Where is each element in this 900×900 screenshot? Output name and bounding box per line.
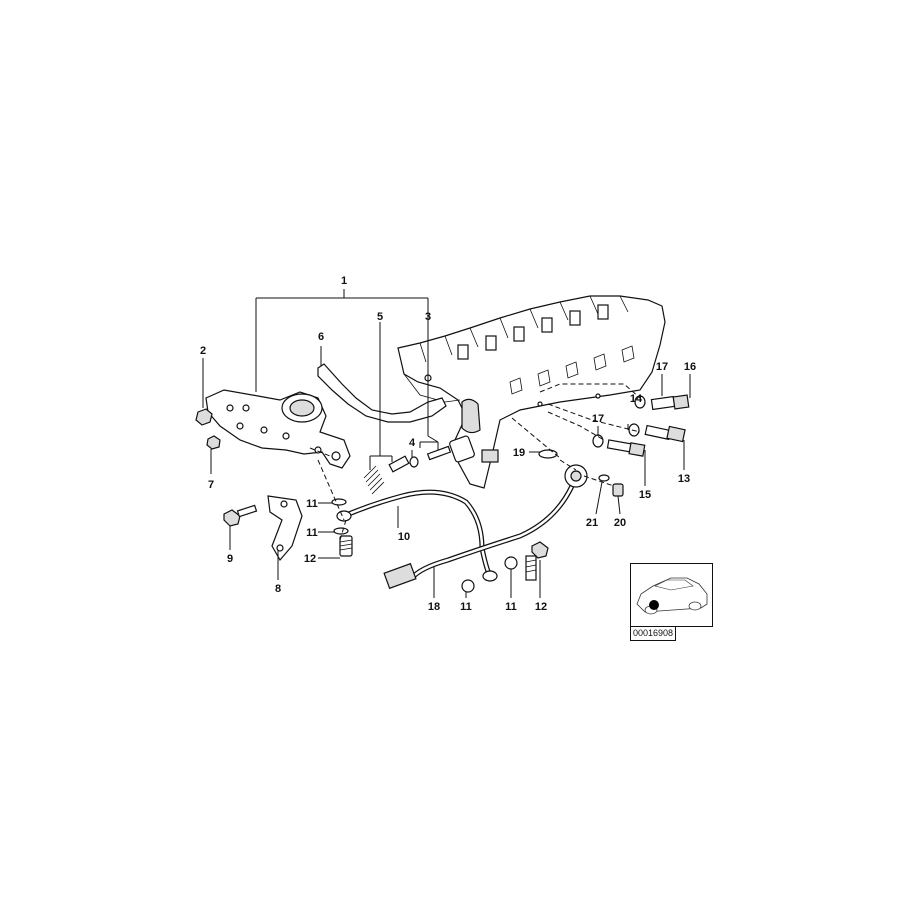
callout-10: 10 bbox=[398, 531, 410, 543]
washer-11c bbox=[461, 579, 475, 593]
guide-lines bbox=[309, 383, 641, 541]
ring-17a bbox=[634, 395, 646, 409]
plug-2 bbox=[195, 408, 213, 426]
sensor-19 bbox=[564, 464, 588, 488]
callout-5: 5 bbox=[377, 311, 383, 323]
callout-18: 18 bbox=[428, 601, 440, 613]
callout-8: 8 bbox=[275, 583, 281, 595]
washer-11b bbox=[333, 527, 349, 535]
gasket bbox=[317, 363, 447, 423]
callout-13: 13 bbox=[678, 473, 690, 485]
valve-3 bbox=[426, 435, 475, 463]
callout-9: 9 bbox=[227, 553, 233, 565]
callout-11d: 11 bbox=[505, 601, 517, 613]
callout-1: 1 bbox=[341, 275, 347, 287]
callout-12a: 12 bbox=[304, 553, 316, 565]
callout-11a: 11 bbox=[306, 498, 318, 510]
callout-16: 16 bbox=[684, 361, 696, 373]
callout-11b: 11 bbox=[306, 527, 318, 539]
callout-7: 7 bbox=[208, 479, 214, 491]
callout-17b: 17 bbox=[592, 413, 604, 425]
callout-21: 21 bbox=[586, 517, 598, 529]
cylinder-head bbox=[397, 295, 666, 489]
vanos-housing bbox=[205, 389, 351, 469]
oil-line-10 bbox=[336, 489, 498, 582]
banjo-bolt-12b bbox=[525, 541, 549, 581]
bolt-9 bbox=[223, 504, 258, 527]
ring-17b bbox=[592, 434, 604, 448]
washer-11d bbox=[504, 556, 518, 570]
callout-14: 14 bbox=[630, 393, 643, 405]
diagram-code: 00016908 bbox=[630, 627, 677, 641]
callout-3: 3 bbox=[425, 311, 431, 323]
callout-6: 6 bbox=[318, 331, 324, 343]
spring-5 bbox=[363, 455, 410, 495]
callout-17a: 17 bbox=[656, 361, 668, 373]
callout-labels: 1 2 3 4 5 6 7 8 9 10 11 11 12 18 11 11 1… bbox=[200, 275, 696, 613]
sensor-cable-18 bbox=[383, 483, 575, 590]
bolt-20 bbox=[612, 483, 624, 497]
callout-brackets bbox=[255, 289, 439, 470]
banjo-bolt-12a bbox=[339, 535, 353, 557]
callout-11c: 11 bbox=[460, 601, 472, 613]
callout-12b: 12 bbox=[535, 601, 547, 613]
callout-4: 4 bbox=[409, 437, 416, 449]
leader-lines bbox=[202, 346, 691, 598]
seal-4 bbox=[409, 456, 419, 468]
sensor-15 bbox=[606, 439, 646, 457]
sensor-13 bbox=[644, 424, 686, 443]
callout-20: 20 bbox=[614, 517, 626, 529]
seal-21 bbox=[598, 474, 610, 482]
callout-15: 15 bbox=[639, 489, 651, 501]
connector-3 bbox=[481, 449, 499, 463]
screw-7 bbox=[206, 435, 221, 450]
car-outline-icon bbox=[636, 577, 708, 615]
bracket-8 bbox=[267, 495, 303, 562]
callout-19: 19 bbox=[513, 447, 525, 459]
callout-2: 2 bbox=[200, 345, 206, 357]
sensor-16 bbox=[650, 394, 690, 411]
washer-11a bbox=[331, 498, 347, 506]
vehicle-thumbnail bbox=[630, 563, 713, 627]
o-ring-19 bbox=[538, 449, 558, 459]
